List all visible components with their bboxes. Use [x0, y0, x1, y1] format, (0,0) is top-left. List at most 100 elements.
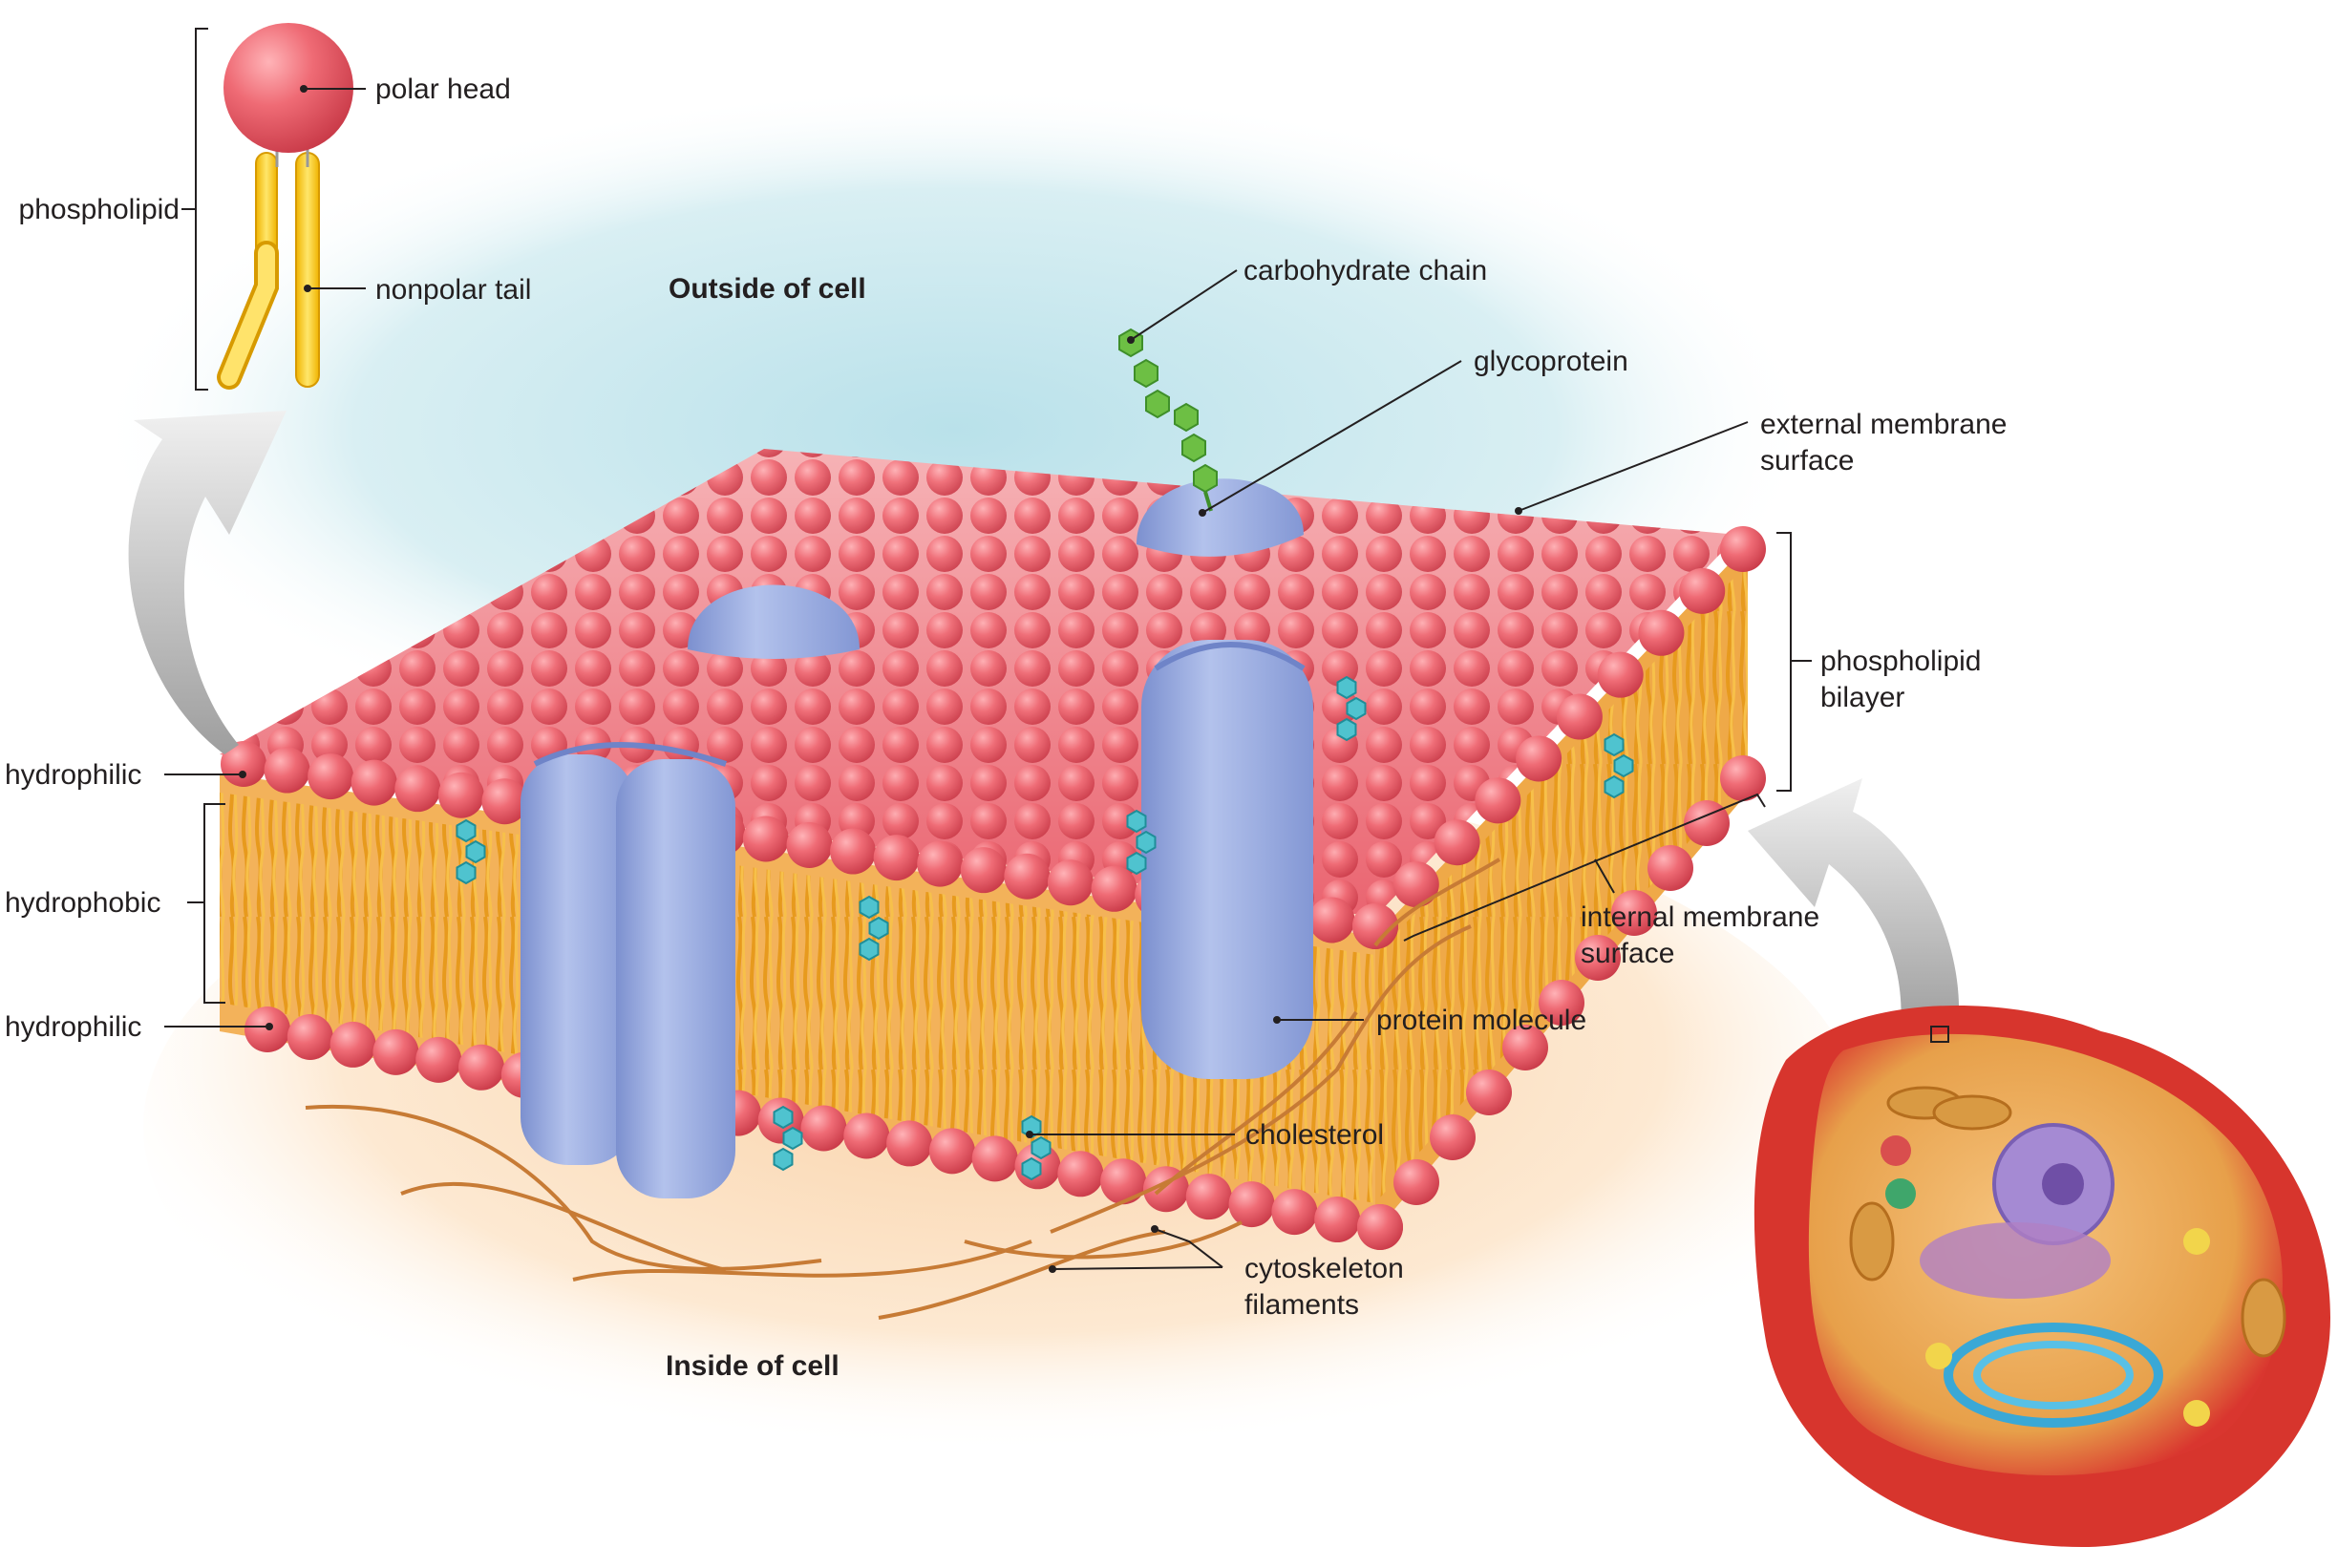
cholesterol-ring: [773, 1147, 794, 1172]
carbohydrate-chain: [1118, 328, 1218, 512]
outside-of-cell-label: Outside of cell: [669, 273, 866, 305]
polar-head: [928, 1128, 975, 1175]
cholesterol-ring: [868, 916, 889, 941]
cytoskeleton-filaments-line2: filaments: [1244, 1289, 1359, 1321]
cholesterol-ring: [456, 818, 477, 843]
cholesterol-ring: [1031, 1135, 1052, 1160]
inside-of-cell-label: Inside of cell: [666, 1350, 840, 1382]
membrane-right-tails: [1375, 563, 1748, 1203]
polar-head: [1638, 609, 1685, 656]
phospholipid-bilayer-line2: bilayer: [1820, 682, 1904, 713]
polar-head: [372, 1028, 419, 1075]
cholesterol-ring: [1613, 753, 1634, 778]
polar-head: [1314, 1197, 1361, 1243]
polar-head: [351, 759, 397, 806]
membrane-front-tails: [220, 793, 1375, 1203]
polar-head: [1720, 526, 1766, 572]
polar-head: [742, 816, 789, 862]
polar-head: [1185, 1174, 1232, 1220]
polar-head-label: polar head: [375, 74, 511, 105]
polar-head: [1597, 651, 1644, 698]
polar-head: [1556, 693, 1603, 740]
cholesterol-ring: [456, 860, 477, 885]
cytoskeleton-filaments-line1: cytoskeleton: [1244, 1253, 1404, 1284]
zoom-arrow-left: [128, 411, 287, 754]
polar-head: [1430, 1114, 1476, 1160]
polar-head: [960, 847, 1007, 894]
cholesterol-ring: [1126, 851, 1147, 876]
polar-head: [1308, 897, 1355, 943]
polar-head: [1004, 853, 1051, 900]
transmembrane-protein: [1141, 640, 1313, 1079]
cholesterol-ring: [1604, 732, 1625, 757]
polar-head: [886, 1120, 933, 1167]
phospholipid-label: phospholipid: [19, 194, 180, 225]
polar-head: [1357, 1204, 1403, 1250]
polar-head: [415, 1036, 462, 1083]
cytoskeleton: [305, 858, 1501, 1320]
cholesterol-ring: [1336, 675, 1357, 700]
glycoprotein-label: glycoprotein: [1474, 346, 1628, 377]
polar-head: [1271, 1189, 1318, 1236]
polar-head: [1611, 890, 1657, 936]
polar-head: [917, 840, 964, 887]
right-top-head-row: [1352, 526, 1766, 949]
nonpolar-tail-label: nonpolar tail: [375, 274, 531, 306]
polar-head: [1720, 755, 1766, 801]
polar-head: [1100, 1158, 1147, 1205]
polar-head: [1475, 777, 1521, 824]
inset-phospholipid: [181, 23, 353, 391]
polar-head: [458, 1044, 505, 1091]
polar-head: [1091, 865, 1137, 912]
polar-head: [287, 1013, 333, 1060]
internal-membrane-surface-line1: internal membrane: [1581, 901, 1819, 933]
polar-head: [873, 835, 920, 881]
polar-head: [394, 766, 441, 813]
hydrophilic-bottom-label: hydrophilic: [5, 1011, 141, 1043]
channel-protein: [521, 742, 735, 1198]
cholesterol-ring: [1021, 1156, 1042, 1181]
cytoskeleton-filaments-label: cytoskeleton filaments: [1244, 1253, 1412, 1321]
polar-head: [264, 747, 310, 794]
hydrophobic-label: hydrophobic: [5, 887, 160, 919]
cholesterol-ring: [859, 895, 880, 920]
polar-head: [1228, 1181, 1275, 1228]
polar-head: [1434, 819, 1480, 866]
polar-head: [1679, 567, 1726, 614]
polar-head: [1352, 903, 1398, 949]
internal-membrane-surface-line2: surface: [1581, 938, 1674, 969]
polar-head: [786, 822, 833, 868]
polar-head: [308, 753, 354, 800]
polar-head: [800, 1105, 847, 1152]
polar-head: [481, 778, 528, 825]
cholesterol-ring: [1604, 774, 1625, 799]
inset-animal-cell: [1754, 1005, 2330, 1547]
polar-head: [437, 772, 484, 818]
polar-head: [1647, 845, 1693, 891]
phospholipid-bilayer-line1: phospholipid: [1820, 646, 1981, 677]
polar-head: [329, 1021, 376, 1068]
external-membrane-surface-line1: external membrane: [1760, 409, 2007, 440]
polar-head: [971, 1135, 1018, 1182]
phospholipid-bilayer-label: phospholipid bilayer: [1820, 646, 1989, 713]
polar-head: [1539, 980, 1584, 1026]
endoplasmic-reticulum: [1920, 1222, 2111, 1299]
zoom-arrow-right: [1748, 778, 1960, 1031]
cholesterol-group: [456, 675, 1634, 1181]
carbohydrate-chain-label: carbohydrate chain: [1243, 255, 1487, 286]
cholesterol-label: cholesterol: [1245, 1119, 1384, 1151]
polar-head: [1575, 935, 1621, 981]
cholesterol-ring: [1336, 717, 1357, 742]
polar-head: [1393, 1159, 1439, 1205]
external-membrane-surface-label: external membrane surface: [1760, 409, 2015, 477]
right-bottom-head-row: [1357, 755, 1766, 1250]
polar-head: [1684, 800, 1730, 846]
glycoprotein-dome: [1137, 478, 1304, 557]
golgi-apparatus: [1944, 1323, 2163, 1428]
cholesterol-ring: [1346, 696, 1367, 721]
cholesterol-ring: [1136, 830, 1157, 855]
protein-molecule-label: protein molecule: [1376, 1005, 1586, 1036]
hydrophilic-top-label: hydrophilic: [5, 759, 141, 791]
polar-head: [1047, 859, 1094, 906]
